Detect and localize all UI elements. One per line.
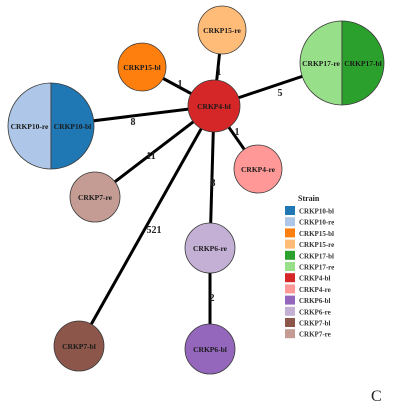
legend: Strain CRKP10-blCRKP10-reCRKP15-blCRKP15… [285,194,334,339]
node-circle [184,323,236,375]
legend-label: CRKP6-bl [299,297,331,305]
legend-swatch [285,284,295,294]
node-half-right [341,20,385,106]
legend-item: CRKP6-re [285,306,331,316]
node-CRKP6-re: CRKP6-re [184,222,236,274]
node-CRKP4-re: CRKP4-re [233,144,283,194]
legend-item: CRKP10-bl [285,206,334,216]
legend-label: CRKP15-bl [299,230,334,238]
legend-item: CRKP17-re [285,262,334,272]
node-circle [184,222,236,274]
node-label: CRKP17-bl [344,59,382,68]
legend-label: CRKP4-bl [299,275,331,283]
node-label: CRKP7-re [78,193,113,202]
legend-item: CRKP4-re [285,284,331,294]
node-label: CRKP15-re [203,26,241,35]
legend-label: CRKP7-bl [299,320,331,328]
node-circle [69,171,121,223]
edge-label: 8 [211,178,216,189]
edge-CRKP4-CRKP7-bl [77,105,216,347]
legend-swatch [285,273,295,283]
node-label: CRKP10-bl [54,122,92,131]
node-circle [187,79,241,133]
legend-item: CRKP7-bl [285,318,331,328]
node-circle [53,320,105,372]
edge-label: 11 [146,151,155,162]
legend-label: CRKP7-re [299,331,331,339]
edge-label: 1 [217,67,222,78]
legend-swatch [285,295,295,305]
legend-swatch [285,329,295,339]
node-CRKP7-bl: CRKP7-bl [53,320,105,372]
legend-item: CRKP7-re [285,329,331,339]
legend-swatch [285,217,295,227]
legend-swatch [285,239,295,249]
legend-swatch [285,228,295,238]
legend-label: CRKP15-re [299,241,334,249]
legend-swatch [285,262,295,271]
node-CRKP4: CRKP4-bl [187,79,241,133]
node-label: CRKP15-bl [123,63,161,72]
legend-item: CRKP6-bl [285,295,331,305]
node-CRKP15-re: CRKP15-re [197,5,247,55]
edge-label: 521 [147,225,162,236]
node-CRKP17: CRKP17-re CRKP17-bl [299,20,385,106]
legend-swatch [285,250,295,260]
node-label: CRKP10-re [11,122,49,131]
legend-label: CRKP17-re [299,264,334,272]
node-label: CRKP7-bl [62,342,96,351]
node-circle [233,144,283,194]
node-CRKP15-bl: CRKP15-bl [117,42,167,92]
node-circle [197,5,247,55]
node-label: CRKP4-re [241,165,276,174]
legend-swatch [285,318,295,327]
legend-item: CRKP10-re [285,217,334,227]
node-label: CRKP6-re [193,244,228,253]
legend-label: CRKP6-re [299,308,331,316]
edge-label: 1 [178,79,183,90]
edge-label: 1 [235,127,240,138]
legend-item: CRKP15-re [285,239,334,249]
node-half-left [299,20,343,106]
legend-swatch [285,306,295,316]
node-label: CRKP4-bl [197,102,231,111]
edge-label: 8 [131,117,136,128]
edge-label: 5 [278,88,283,99]
node-CRKP10: CRKP10-re CRKP10-bl [7,82,95,170]
node-CRKP7-re: CRKP7-re [69,171,121,223]
node-label: CRKP6-bl [193,345,227,354]
panel-letter: C [371,388,382,405]
node-circle [117,42,167,92]
legend-item: CRKP17-bl [285,250,334,260]
node-CRKP6-bl: CRKP6-bl [184,323,236,375]
legend-label: CRKP10-bl [299,208,334,216]
node-half-left [7,82,52,170]
legend-item: CRKP4-bl [285,273,331,283]
legend-label: CRKP4-re [299,286,331,294]
legend-items: CRKP10-blCRKP10-reCRKP15-blCRKP15-reCRKP… [285,206,334,339]
node-half-right [50,82,95,170]
legend-label: CRKP10-re [299,219,334,227]
legend-swatch [285,206,295,215]
legend-label: CRKP17-bl [299,252,334,260]
legend-item: CRKP15-bl [285,228,334,238]
edge-label: 2 [210,293,215,304]
node-label: CRKP17-re [302,59,340,68]
legend-title: Strain [298,194,320,203]
